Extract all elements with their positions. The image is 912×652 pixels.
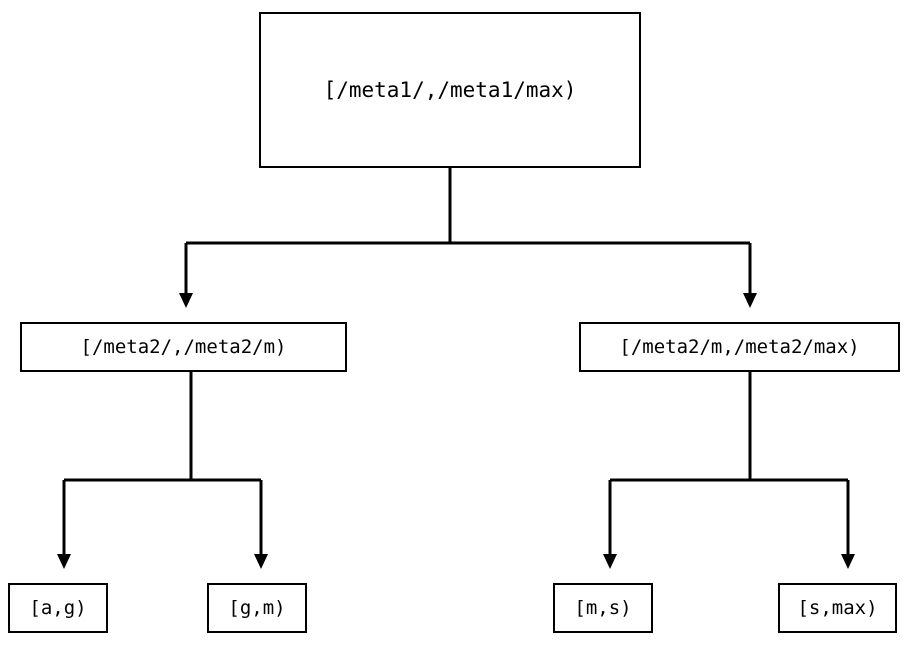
arrowhead-to-leaf-smax <box>841 554 855 569</box>
node-leaf-smax-label: [s,max) <box>797 596 878 619</box>
arrowhead-to-leaf-gm <box>254 554 268 569</box>
node-left-mid-label: [/meta2/,/meta2/m) <box>80 335 287 358</box>
node-leaf-gm-label: [g,m) <box>228 596 286 619</box>
node-leaf-ms-label: [m,s) <box>574 596 632 619</box>
arrowhead-to-right-mid <box>743 293 757 308</box>
arrowhead-to-leaf-ag <box>57 554 71 569</box>
node-leaf-ms[interactable]: [m,s) <box>553 583 653 633</box>
arrowhead-to-left-mid <box>179 293 193 308</box>
node-leaf-ag[interactable]: [a,g) <box>8 583 108 633</box>
node-leaf-ag-label: [a,g) <box>29 596 87 619</box>
node-leaf-gm[interactable]: [g,m) <box>207 583 307 633</box>
node-root-label: [/meta1/,/meta1/max) <box>323 77 577 102</box>
node-left-mid[interactable]: [/meta2/,/meta2/m) <box>20 322 347 372</box>
arrowhead-to-leaf-ms <box>603 554 617 569</box>
node-root[interactable]: [/meta1/,/meta1/max) <box>259 12 641 168</box>
node-right-mid-label: [/meta2/m,/meta2/max) <box>619 335 860 358</box>
node-leaf-smax[interactable]: [s,max) <box>778 583 897 633</box>
node-right-mid[interactable]: [/meta2/m,/meta2/max) <box>579 322 900 372</box>
